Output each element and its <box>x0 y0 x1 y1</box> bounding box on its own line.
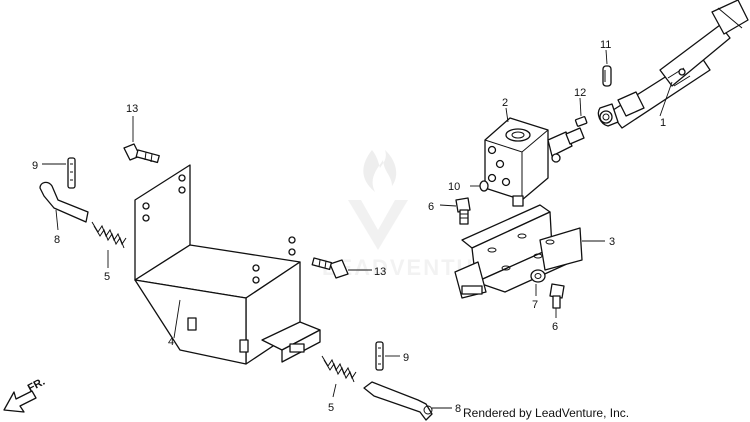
mounting-frame <box>134 164 321 365</box>
callout-8-lower: 8 <box>455 403 461 415</box>
callout-13-upper: 13 <box>126 103 138 115</box>
callout-9-upper: 9 <box>32 160 38 172</box>
bolt-13-upper <box>123 143 160 164</box>
bolt-lower <box>549 283 565 309</box>
bolt-upper <box>455 197 471 225</box>
callout-8-upper: 8 <box>54 234 60 246</box>
arrow-front-icon: FR. <box>3 376 47 413</box>
direction-label: FR. <box>26 376 47 395</box>
spring-upper <box>91 221 127 249</box>
l-pin-lower <box>363 381 433 421</box>
callout-5-lower: 5 <box>328 402 334 414</box>
roll-pin <box>602 65 612 87</box>
callout-11: 11 <box>600 39 611 51</box>
leader-lines <box>42 49 673 409</box>
callout-1: 1 <box>660 117 666 129</box>
callout-2: 2 <box>502 97 508 109</box>
gearbox-bracket <box>454 204 583 299</box>
gearbox <box>484 117 585 207</box>
spring-lower <box>321 355 357 383</box>
callout-7: 7 <box>532 299 538 311</box>
bolt-13-lower <box>311 257 349 279</box>
callout-13-lower: 13 <box>374 266 386 278</box>
pin-lower <box>375 341 384 371</box>
callout-3: 3 <box>609 236 615 248</box>
callout-10: 10 <box>448 181 460 193</box>
callout-labels: 1 2 3 4 5 5 6 6 7 8 8 9 9 10 11 12 13 13 <box>32 39 666 415</box>
drive-shaft <box>597 0 749 129</box>
render-credit: Rendered by LeadVenture, Inc. <box>463 406 629 420</box>
callout-9-lower: 9 <box>403 352 409 364</box>
callout-4: 4 <box>168 336 174 348</box>
washer-lower <box>530 269 546 283</box>
washer-small <box>479 180 489 192</box>
callout-6-lower: 6 <box>552 321 558 333</box>
callout-6-upper: 6 <box>428 201 434 213</box>
l-pin-upper <box>39 181 89 223</box>
callout-12: 12 <box>574 87 586 99</box>
key <box>574 116 588 127</box>
callout-5-upper: 5 <box>104 271 110 283</box>
pin-upper <box>67 157 76 189</box>
